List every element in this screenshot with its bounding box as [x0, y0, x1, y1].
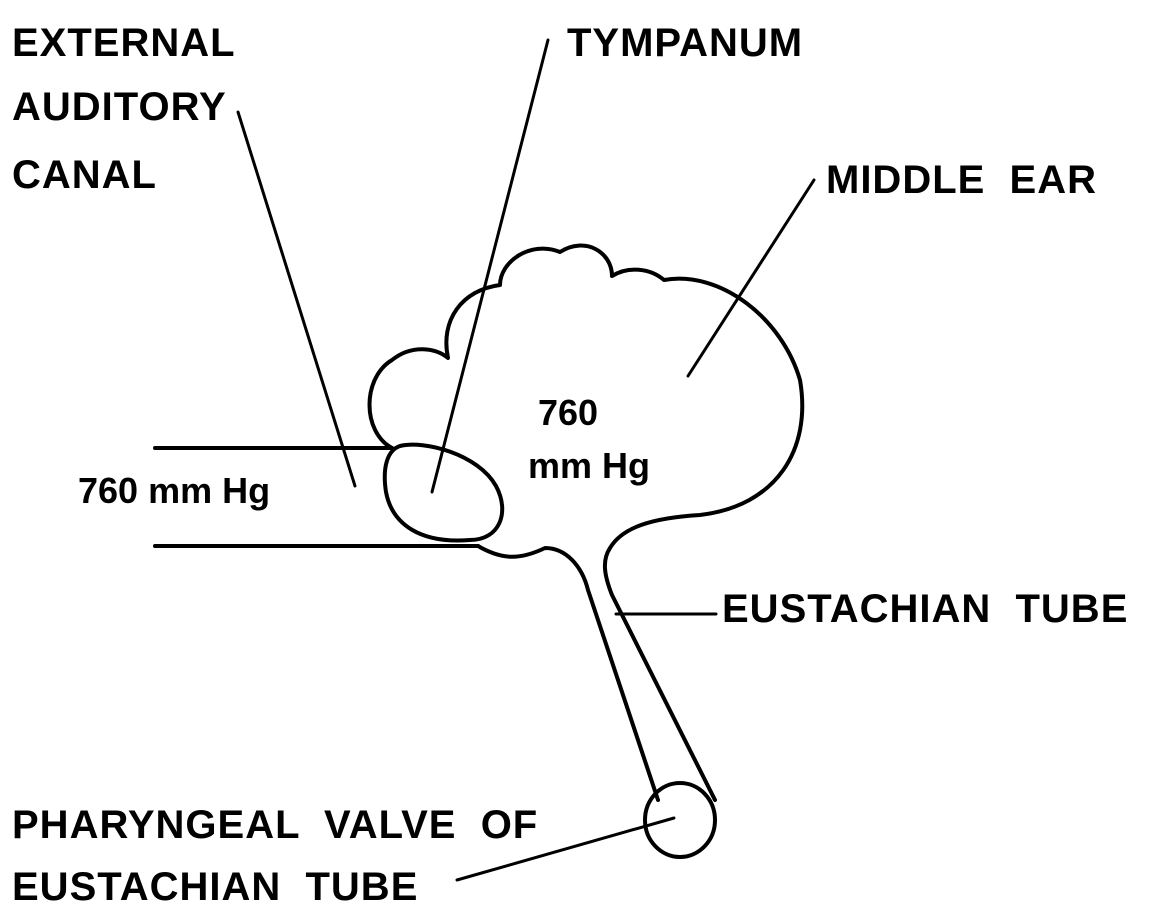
leader-external-auditory-canal: [238, 112, 355, 486]
label-pharyngeal-valve-line1: PHARYNGEAL VALVE OF: [12, 800, 538, 850]
tympanum-outline: [385, 445, 502, 541]
label-external-auditory-canal-line2: AUDITORY: [12, 82, 227, 132]
middle-ear-floor: [478, 546, 658, 800]
pressure-middle-ear-unit: mm Hg: [528, 445, 650, 487]
pressure-canal: 760 mm Hg: [78, 470, 270, 512]
pressure-middle-ear-value: 760: [538, 392, 598, 434]
label-tympanum: TYMPANUM: [567, 18, 803, 68]
label-pharyngeal-valve-line2: EUSTACHIAN TUBE: [12, 862, 418, 912]
pharyngeal-valve-outline: [645, 783, 715, 857]
label-external-auditory-canal-line1: EXTERNAL: [12, 18, 236, 68]
middle-ear-cavity-outline: [370, 246, 803, 800]
label-eustachian-tube: EUSTACHIAN TUBE: [722, 584, 1128, 634]
label-external-auditory-canal-line3: CANAL: [12, 150, 157, 200]
leader-middle-ear: [688, 180, 814, 376]
label-middle-ear: MIDDLE EAR: [826, 155, 1097, 205]
leader-tympanum: [432, 40, 548, 492]
